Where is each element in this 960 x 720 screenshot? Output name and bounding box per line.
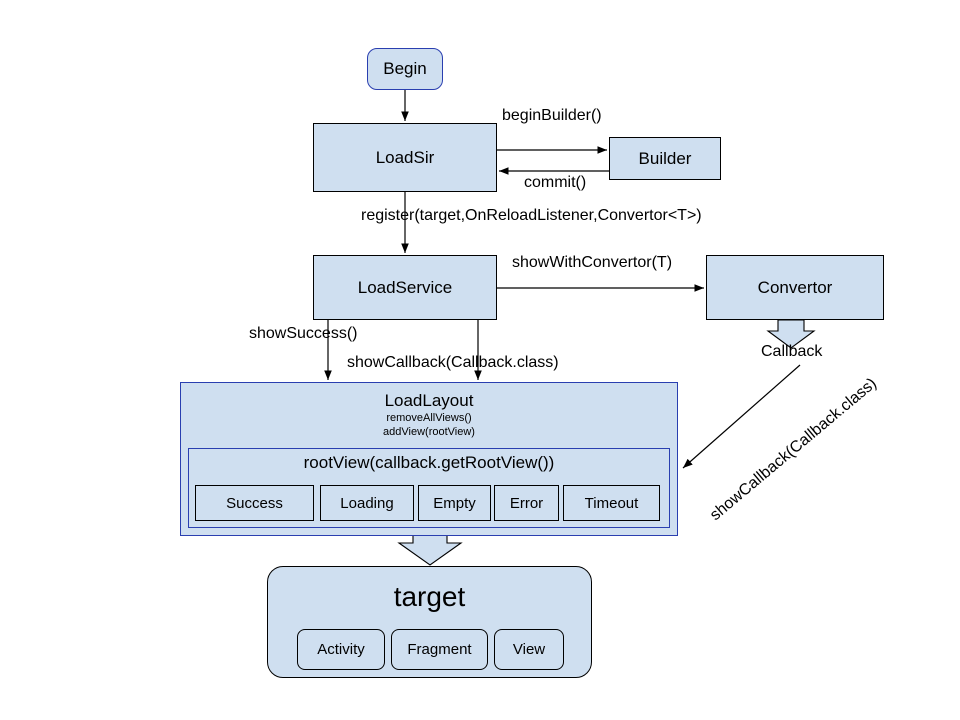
edge-label-register: register(target,OnReloadListener,Convert…: [361, 207, 702, 224]
edge-label-showcallback: showCallback(Callback.class): [347, 354, 559, 371]
node-begin[interactable]: Begin: [367, 48, 443, 90]
node-loadlayout-sub-removeallviews: removeAllViews(): [386, 412, 472, 424]
node-target-view-label: View: [512, 641, 546, 658]
node-state-loading[interactable]: Loading: [320, 485, 414, 521]
node-target-fragment[interactable]: Fragment: [391, 629, 488, 670]
node-target-view[interactable]: View: [494, 629, 564, 670]
node-state-error[interactable]: Error: [494, 485, 559, 521]
node-state-success[interactable]: Success: [195, 485, 314, 521]
node-state-empty-label: Empty: [433, 494, 476, 512]
edge-label-beginbuilder: beginBuilder(): [502, 107, 602, 124]
node-state-success-label: Success: [226, 494, 283, 512]
node-target-label: target: [393, 581, 466, 612]
node-loadservice[interactable]: LoadService: [313, 255, 497, 320]
edge-label-callback: Callback: [761, 343, 823, 360]
node-builder[interactable]: Builder: [609, 137, 721, 180]
edge-label-showwithconvertor: showWithConvertor(T): [512, 254, 673, 271]
node-target-activity[interactable]: Activity: [297, 629, 385, 670]
node-loadlayout-sub-addview: addView(rootView): [383, 426, 475, 438]
node-state-error-label: Error: [509, 494, 544, 512]
node-begin-label: Begin: [383, 59, 427, 78]
node-convertor[interactable]: Convertor: [706, 255, 884, 320]
node-rootview-label: rootView(callback.getRootView()): [303, 453, 555, 472]
node-state-timeout-label: Timeout: [584, 494, 639, 512]
node-state-timeout[interactable]: Timeout: [563, 485, 660, 521]
node-state-empty[interactable]: Empty: [418, 485, 491, 521]
node-loadsir-label: LoadSir: [375, 147, 435, 167]
node-target-fragment-label: Fragment: [407, 641, 472, 658]
node-state-loading-label: Loading: [340, 494, 394, 512]
edge-label-showsuccess: showSuccess(): [249, 325, 358, 342]
node-loadservice-label: LoadService: [357, 277, 453, 297]
node-convertor-label: Convertor: [757, 277, 833, 297]
node-loadsir[interactable]: LoadSir: [313, 123, 497, 192]
edge-label-showcallback-diagonal: showCallback(Callback.class): [707, 374, 881, 525]
edge-label-commit: commit(): [524, 174, 587, 191]
node-builder-label: Builder: [638, 148, 692, 168]
node-loadlayout-label: LoadLayout: [384, 391, 474, 410]
node-target-activity-label: Activity: [317, 641, 365, 658]
